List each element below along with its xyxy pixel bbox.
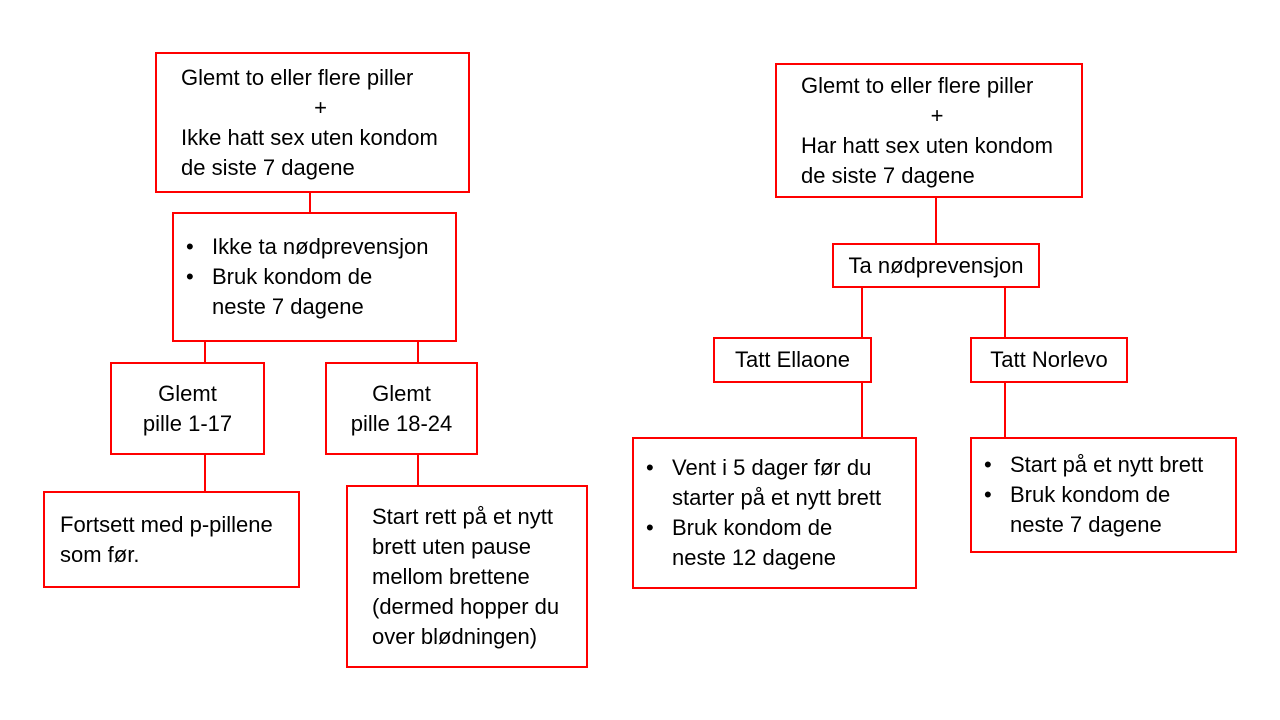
bullet-item: Start på et nytt brett [982,450,1203,480]
text-line: Start på et nytt brett [1010,452,1204,477]
plus-sign: + [930,102,944,128]
node-missed-pill-1-17: Glemt pille 1-17 [110,362,265,455]
connector-left-outcome-1 [204,455,206,491]
text-line: de siste 7 dagene [181,154,355,180]
node-take-emergency-contraception: Ta nødprevensjon [832,243,1040,288]
bullet-list: Start på et nytt brett Bruk kondom de ne… [972,450,1209,540]
node-taken-ellaone: Tatt Ellaone [713,337,872,383]
text-line: Glemt to eller flere piller [181,64,414,90]
bullet-item: Ikke ta nødprevensjon [184,232,428,262]
text-line: pille 18-24 [350,410,453,436]
text-line: de siste 7 dagene [801,162,975,188]
text-line: som før. [60,541,140,567]
bullet-item: Bruk kondom de neste 7 dagene [184,262,428,322]
connector-left-branch-1 [204,342,206,362]
node-missed-pills-had-sex: Glemt to eller flere piller + Har hatt s… [775,63,1083,198]
text-line: Bruk kondom de [1010,482,1171,507]
text-line: Bruk kondom de [212,264,373,289]
text-line: Fortsett med p-pillene [60,511,273,537]
text-line: Vent i 5 dager før du [672,455,872,480]
text-line: over blødningen) [372,623,538,649]
text-line: starter på et nytt brett [672,485,882,510]
connector-right-top [935,198,937,243]
node-norlevo-advice: Start på et nytt brett Bruk kondom de ne… [970,437,1237,553]
bullet-item: Bruk kondom de neste 12 dagene [644,513,881,573]
connector-right-branch-2 [1004,288,1006,337]
bullet-list: Vent i 5 dager før du starter på et nytt… [634,453,887,573]
text-line: Glemt [158,380,217,406]
node-no-emergency-contraception-advice: Ikke ta nødprevensjon Bruk kondom de nes… [172,212,457,342]
connector-right-outcome-1 [861,383,863,437]
bullet-item: Bruk kondom de neste 7 dagene [982,480,1203,540]
text-line: neste 7 dagene [1010,512,1162,537]
text-line: mellom brettene [372,563,530,589]
text-line: Ta nødprevensjon [848,252,1024,278]
node-taken-norlevo: Tatt Norlevo [970,337,1128,383]
text-line: Glemt [372,380,431,406]
node-continue-pills-as-before: Fortsett med p-pillene som før. [43,491,300,588]
connector-left-branch-2 [417,342,419,362]
node-missed-pills-no-sex: Glemt to eller flere piller + Ikke hatt … [155,52,470,193]
node-ellaone-advice: Vent i 5 dager før du starter på et nytt… [632,437,917,589]
text-line: neste 7 dagene [212,294,364,319]
connector-left-outcome-2 [417,455,419,485]
text-line: Har hatt sex uten kondom [801,132,1053,158]
text-line: Bruk kondom de [672,515,833,540]
node-missed-pill-18-24: Glemt pille 18-24 [325,362,478,455]
text-line: Glemt to eller flere piller [801,72,1034,98]
text-line: brett uten pause [372,533,532,559]
node-start-new-pack-no-pause: Start rett på et nytt brett uten pause m… [346,485,588,668]
bullet-item: Vent i 5 dager før du starter på et nytt… [644,453,881,513]
text-line: Ikke ta nødprevensjon [212,234,429,259]
text-line: Tatt Norlevo [990,347,1108,372]
text-line: neste 12 dagene [672,545,836,570]
text-line: Start rett på et nytt [372,503,553,529]
bullet-list: Ikke ta nødprevensjon Bruk kondom de nes… [174,232,434,322]
connector-right-outcome-2 [1004,383,1006,437]
connector-left-top [309,193,311,212]
text-line: (dermed hopper du [372,593,560,619]
connector-right-branch-1 [861,288,863,337]
plus-sign: + [314,94,327,120]
text-line: pille 1-17 [142,410,233,436]
text-line: Tatt Ellaone [735,347,850,372]
text-line: Ikke hatt sex uten kondom [181,124,438,150]
